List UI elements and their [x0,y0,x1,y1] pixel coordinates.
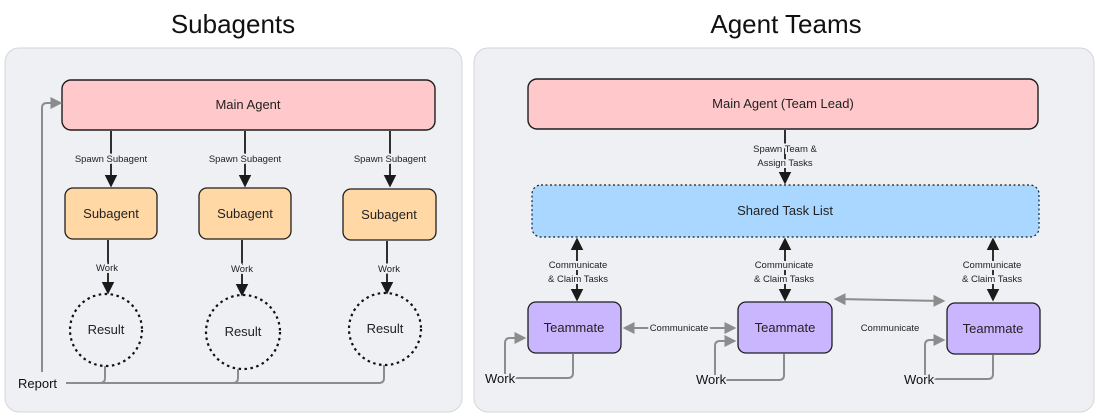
subagent-box-2 [198,187,292,240]
work-loop-2 [714,335,785,381]
subagent-box-3 [342,188,437,241]
work-label-2: Work [231,264,253,275]
shared-task-list-label: Shared Task List [737,203,833,218]
spawn-label-2: Spawn Subagent [209,154,282,165]
communicate-arrow-2-3 [833,293,946,307]
spawn-label-3: Spawn Subagent [354,154,427,165]
communicate-claim-label-1b: & Claim Tasks [548,274,608,285]
communicate-claim-label-3a: Communicate [963,260,1022,271]
communicate-label-2-3: Communicate [861,323,920,334]
report-return-arrow [41,97,63,372]
teammate-label-3: Teammate [963,321,1024,336]
team-lead-box [527,78,1039,130]
teammate-box-1 [527,301,622,354]
subagent-label-2: Subagent [217,206,273,221]
work-label-3: Work [378,264,400,275]
subagent-label-1: Subagent [83,206,139,221]
communicate-label-1-2: Communicate [650,323,709,334]
communicate-claim-label-2a: Communicate [755,260,814,271]
result-label-3: Result [367,321,404,336]
result-label-2: Result [225,324,262,339]
agent-teams-title: Agent Teams [710,9,861,39]
shared-task-list-box [531,184,1040,238]
team-lead-label: Main Agent (Team Lead) [712,96,854,111]
work-loop-3 [924,334,994,380]
main-agent-label: Main Agent [215,97,280,112]
report-line-3 [66,365,385,384]
teammate-label-2: Teammate [755,320,816,335]
teammate-box-2 [737,301,833,354]
teammate-label-1: Teammate [544,320,605,335]
spawn-team-label-line2: Assign Tasks [757,158,813,169]
work-label-1: Work [96,263,118,274]
subagent-box-1 [64,187,158,240]
work-label-team-3: Work [904,372,935,387]
work-loop-1 [504,332,574,379]
report-label: Report [18,376,57,391]
communicate-claim-label-2b: & Claim Tasks [754,274,814,285]
subagent-label-3: Subagent [361,207,417,222]
work-label-team-2: Work [696,372,727,387]
result-circle-2 [204,293,282,371]
spawn-label-1: Spawn Subagent [75,154,148,165]
communicate-claim-label-1a: Communicate [549,260,608,271]
teammate-box-3 [946,302,1041,355]
result-label-1: Result [88,322,125,337]
subagents-title: Subagents [171,9,295,39]
communicate-claim-label-3b: & Claim Tasks [962,274,1022,285]
work-label-team-1: Work [485,371,516,386]
spawn-team-label-line1: Spawn Team & [753,144,817,155]
